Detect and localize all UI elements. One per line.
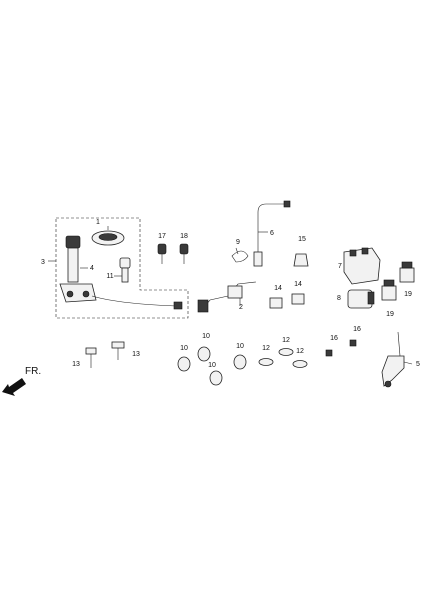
regulator-part [347, 289, 375, 309]
bolt-17-part [157, 243, 167, 264]
bolt-18-part [179, 243, 189, 264]
ignition-switch-assembly [48, 217, 189, 319]
switch-cover-part [91, 226, 125, 246]
callout-18: 18 [180, 233, 188, 240]
callout-16b: 16 [353, 326, 361, 333]
callout-10a: 10 [180, 345, 188, 352]
callout-labels: 1 2 3 4 5 6 7 8 9 10 10 10 10 11 12 12 1… [41, 219, 420, 369]
callout-14a: 14 [274, 285, 282, 292]
relay-14a-part [269, 297, 283, 309]
callout-4: 4 [90, 265, 94, 272]
callout-19a: 19 [404, 291, 412, 298]
callout-12b: 12 [282, 337, 290, 344]
callout-1: 1 [96, 219, 100, 226]
callout-10c: 10 [236, 343, 244, 350]
starter-relay-part [343, 247, 381, 285]
callout-6: 6 [270, 230, 274, 237]
relay-19b-part [381, 279, 397, 301]
callout-14b: 14 [294, 281, 302, 288]
screw-13b-part [111, 341, 125, 360]
washer-12-parts [258, 348, 308, 368]
key-part [114, 257, 131, 283]
relay-19a-part [399, 261, 415, 283]
front-direction-arrow-icon [2, 378, 26, 396]
callout-19b: 19 [386, 311, 394, 318]
sensor-part [253, 200, 291, 267]
callout-10b: 10 [202, 333, 210, 340]
callout-2: 2 [239, 304, 243, 311]
wire-harness-part [197, 281, 257, 313]
callout-12c: 12 [296, 348, 304, 355]
front-direction-label: FR. [25, 366, 41, 377]
callout-15: 15 [298, 236, 306, 243]
callout-8: 8 [337, 295, 341, 302]
screw-16-parts [325, 339, 357, 357]
relay-14b-part [291, 293, 305, 305]
callout-16a: 16 [330, 335, 338, 342]
screw-13a-part [85, 347, 97, 368]
callout-12a: 12 [262, 345, 270, 352]
callout-11: 11 [106, 273, 113, 280]
main-switch-part [59, 235, 97, 303]
side-stand-switch-part [381, 331, 413, 388]
bulb-socket-10-parts [177, 346, 247, 386]
callout-3: 3 [41, 259, 45, 266]
callout-7: 7 [338, 263, 342, 270]
callout-17: 17 [158, 233, 166, 240]
callout-9: 9 [236, 239, 240, 246]
callout-13a: 13 [72, 361, 80, 368]
callout-13b: 13 [132, 351, 140, 358]
grommet-15-part [293, 253, 309, 267]
callout-5: 5 [416, 361, 420, 368]
callout-10d: 10 [208, 362, 216, 369]
clamp-part [231, 247, 249, 263]
